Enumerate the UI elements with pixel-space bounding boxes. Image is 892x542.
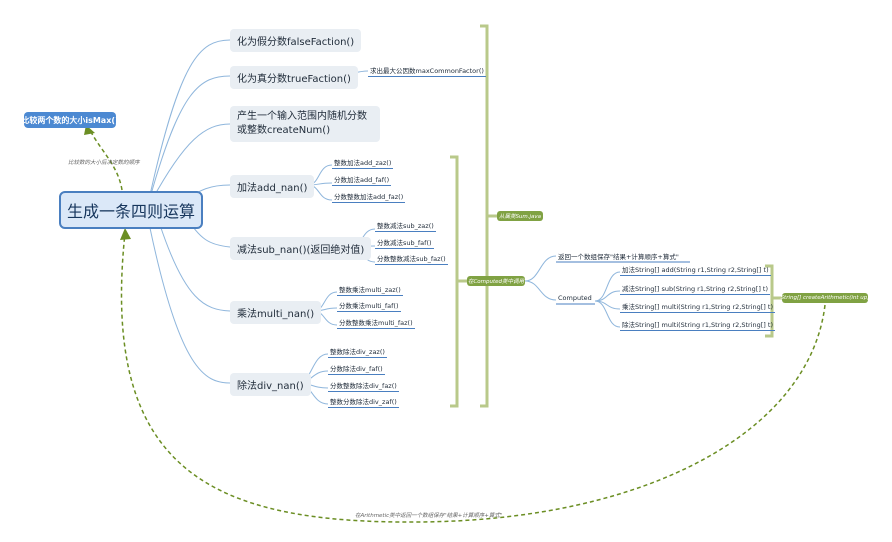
bracket-summary-top <box>480 24 489 408</box>
root-topic[interactable]: 生成一条四则运算 <box>59 191 203 229</box>
bracket-summary-computed <box>450 155 459 408</box>
link-div <box>149 227 231 384</box>
leaf-sub-faf[interactable]: 分数减法sub_faf() <box>375 236 434 249</box>
leaf-div-zaf[interactable]: 整数分数除法div_zaf() <box>328 395 399 408</box>
leaf-add-faz[interactable]: 分数整数加法add_faz() <box>332 190 406 203</box>
ismax-node[interactable]: 比较两个数的大小isMax() <box>21 112 119 128</box>
leaf-max-common-factor[interactable]: 求出最大公因数maxCommonFactor() <box>368 64 486 77</box>
method-sub[interactable]: 减法String[] sub(String r1,String r2,Strin… <box>620 282 771 295</box>
link-true-faction <box>149 75 231 199</box>
link-multi <box>159 224 231 312</box>
branch-div[interactable]: 除法div_nan() <box>230 373 311 396</box>
branch-add[interactable]: 加法add_nan() <box>230 175 315 198</box>
branch-create-num[interactable]: 产生一个输入范围内随机分数或整数createNum() <box>230 106 380 142</box>
leaf-sub-zaz[interactable]: 整数减法sub_zaz() <box>375 219 436 232</box>
bracket-create-arithmetic <box>765 264 774 338</box>
return-array-note[interactable]: 返回一个数组保存"结果+计算顺序+算式" <box>558 253 679 261</box>
leaf-sub-faz[interactable]: 分数整数减法sub_faz() <box>375 252 448 265</box>
method-add[interactable]: 加法String[] add(String r1,String r2,Strin… <box>620 263 771 276</box>
leaf-multi-faf[interactable]: 分数乘法multi_faf() <box>337 299 401 312</box>
leaf-div-zaz[interactable]: 整数除法div_zaz() <box>328 345 387 358</box>
method-multi[interactable]: 乘法String[] multi(String r1,String r2,Str… <box>620 300 775 313</box>
method-div[interactable]: 除法String[] multi(String r1,String r2,Str… <box>620 318 775 331</box>
summary-computed-call[interactable]: 在Computed类中调用 <box>467 276 525 286</box>
leaf-div-faz[interactable]: 分数整数除法div_faz() <box>328 379 399 392</box>
dash-to-root <box>120 232 826 523</box>
branch-true-faction[interactable]: 化为真分数trueFaction() <box>230 66 358 89</box>
link-create-num <box>151 123 231 201</box>
link-false-faction <box>149 39 231 196</box>
create-arithmetic-node[interactable]: String[] createArithmetic(int up) <box>780 293 870 303</box>
summary-sum-java[interactable]: 从属类Sum.java <box>497 211 543 221</box>
leaf-multi-faz[interactable]: 分数整数乘法multi_faz() <box>337 316 415 329</box>
leaf-multi-zaz[interactable]: 整数乘法multi_zaz() <box>337 283 403 296</box>
branch-false-faction[interactable]: 化为假分数falseFaction() <box>230 29 362 52</box>
computed-node[interactable]: Computed <box>558 294 592 302</box>
leaf-add-zaz[interactable]: 整数加法add_zaz() <box>332 156 394 169</box>
leaf-div-faf[interactable]: 分数除法div_faf() <box>328 362 385 375</box>
bottom-relation-note: 在Arithmetic类中返回一个数组保存"结果+计算顺序+算式" <box>355 513 503 519</box>
ismax-note: 比较数的大小后决定数的顺序 <box>68 160 140 166</box>
branch-multi[interactable]: 乘法multi_nan() <box>230 301 322 324</box>
leaf-add-faf[interactable]: 分数加法add_faf() <box>332 173 392 186</box>
branch-sub[interactable]: 减法sub_nan()(返回绝对值) <box>230 237 372 260</box>
